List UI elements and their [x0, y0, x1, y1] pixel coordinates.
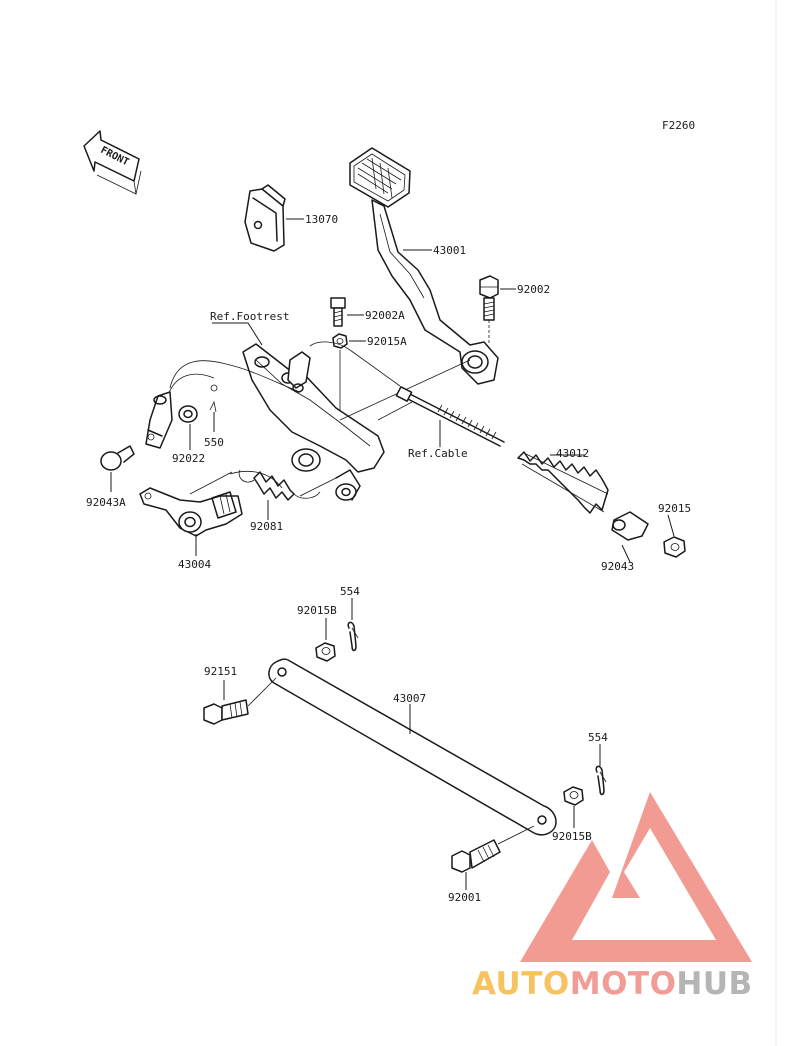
label-43007: 43007	[393, 692, 426, 705]
part-43012-cable-rod-spring	[395, 386, 609, 514]
ref-footrest-bracket	[242, 343, 385, 501]
label-92043A: 92043A	[86, 496, 126, 509]
part-92002A-bolt	[330, 297, 346, 327]
brand-moto: MOTO	[570, 966, 677, 1002]
part-92015B-nut-lower	[563, 786, 584, 806]
part-550-switch	[145, 391, 173, 449]
figure-code-label: F2260	[662, 119, 695, 132]
brand-hub: HUB	[676, 966, 752, 1002]
label-43012: 43012	[556, 447, 589, 460]
part-92001-bolt	[451, 825, 535, 873]
automotohub-wordmark: AUTOMOTOHUB	[472, 966, 753, 1002]
label-92015B-lower: 92015B	[552, 830, 592, 843]
automotohub-logo: AUTOMOTOHUB	[472, 792, 753, 1002]
part-92015B-nut-upper	[315, 642, 336, 662]
part-554-clip-upper	[347, 621, 359, 652]
label-92081: 92081	[250, 520, 283, 533]
ref-footrest-label: Ref.Footrest	[210, 310, 289, 323]
label-92002: 92002	[517, 283, 550, 296]
part-13070-bracket	[244, 184, 286, 252]
label-13070: 13070	[305, 213, 338, 226]
label-550: 550	[204, 436, 224, 449]
part-554-clip-lower	[595, 765, 607, 796]
part-43007-rod	[268, 658, 557, 836]
part-92002-bolt	[479, 275, 499, 345]
automotohub-triangle-mark	[520, 792, 752, 962]
part-92151-bolt	[203, 677, 277, 725]
label-554-upper: 554	[340, 585, 360, 598]
ref-cable-label: Ref.Cable	[408, 447, 468, 460]
label-92022: 92022	[172, 452, 205, 465]
label-92015A: 92015A	[367, 335, 407, 348]
part-92015-nut	[663, 536, 686, 558]
part-92043A-plug	[100, 445, 135, 471]
label-92015B-upper: 92015B	[297, 604, 337, 617]
part-92015A-nut	[332, 333, 348, 349]
label-554-lower: 554	[588, 731, 608, 744]
part-92022-washer	[178, 405, 198, 423]
part-92081-spring	[238, 469, 321, 501]
part-43004-lever	[139, 487, 243, 537]
label-92002A: 92002A	[365, 309, 405, 322]
label-92151: 92151	[204, 665, 237, 678]
brand-auto: AUTO	[472, 966, 570, 1002]
part-92043-joint	[611, 511, 649, 541]
label-43001: 43001	[433, 244, 466, 257]
label-92001: 92001	[448, 891, 481, 904]
front-arrow-icon: FRONT	[83, 130, 142, 195]
part-43001-brake-pedal	[349, 147, 499, 385]
label-43004: 43004	[178, 558, 211, 571]
label-92043: 92043	[601, 560, 634, 573]
label-92015: 92015	[658, 502, 691, 515]
